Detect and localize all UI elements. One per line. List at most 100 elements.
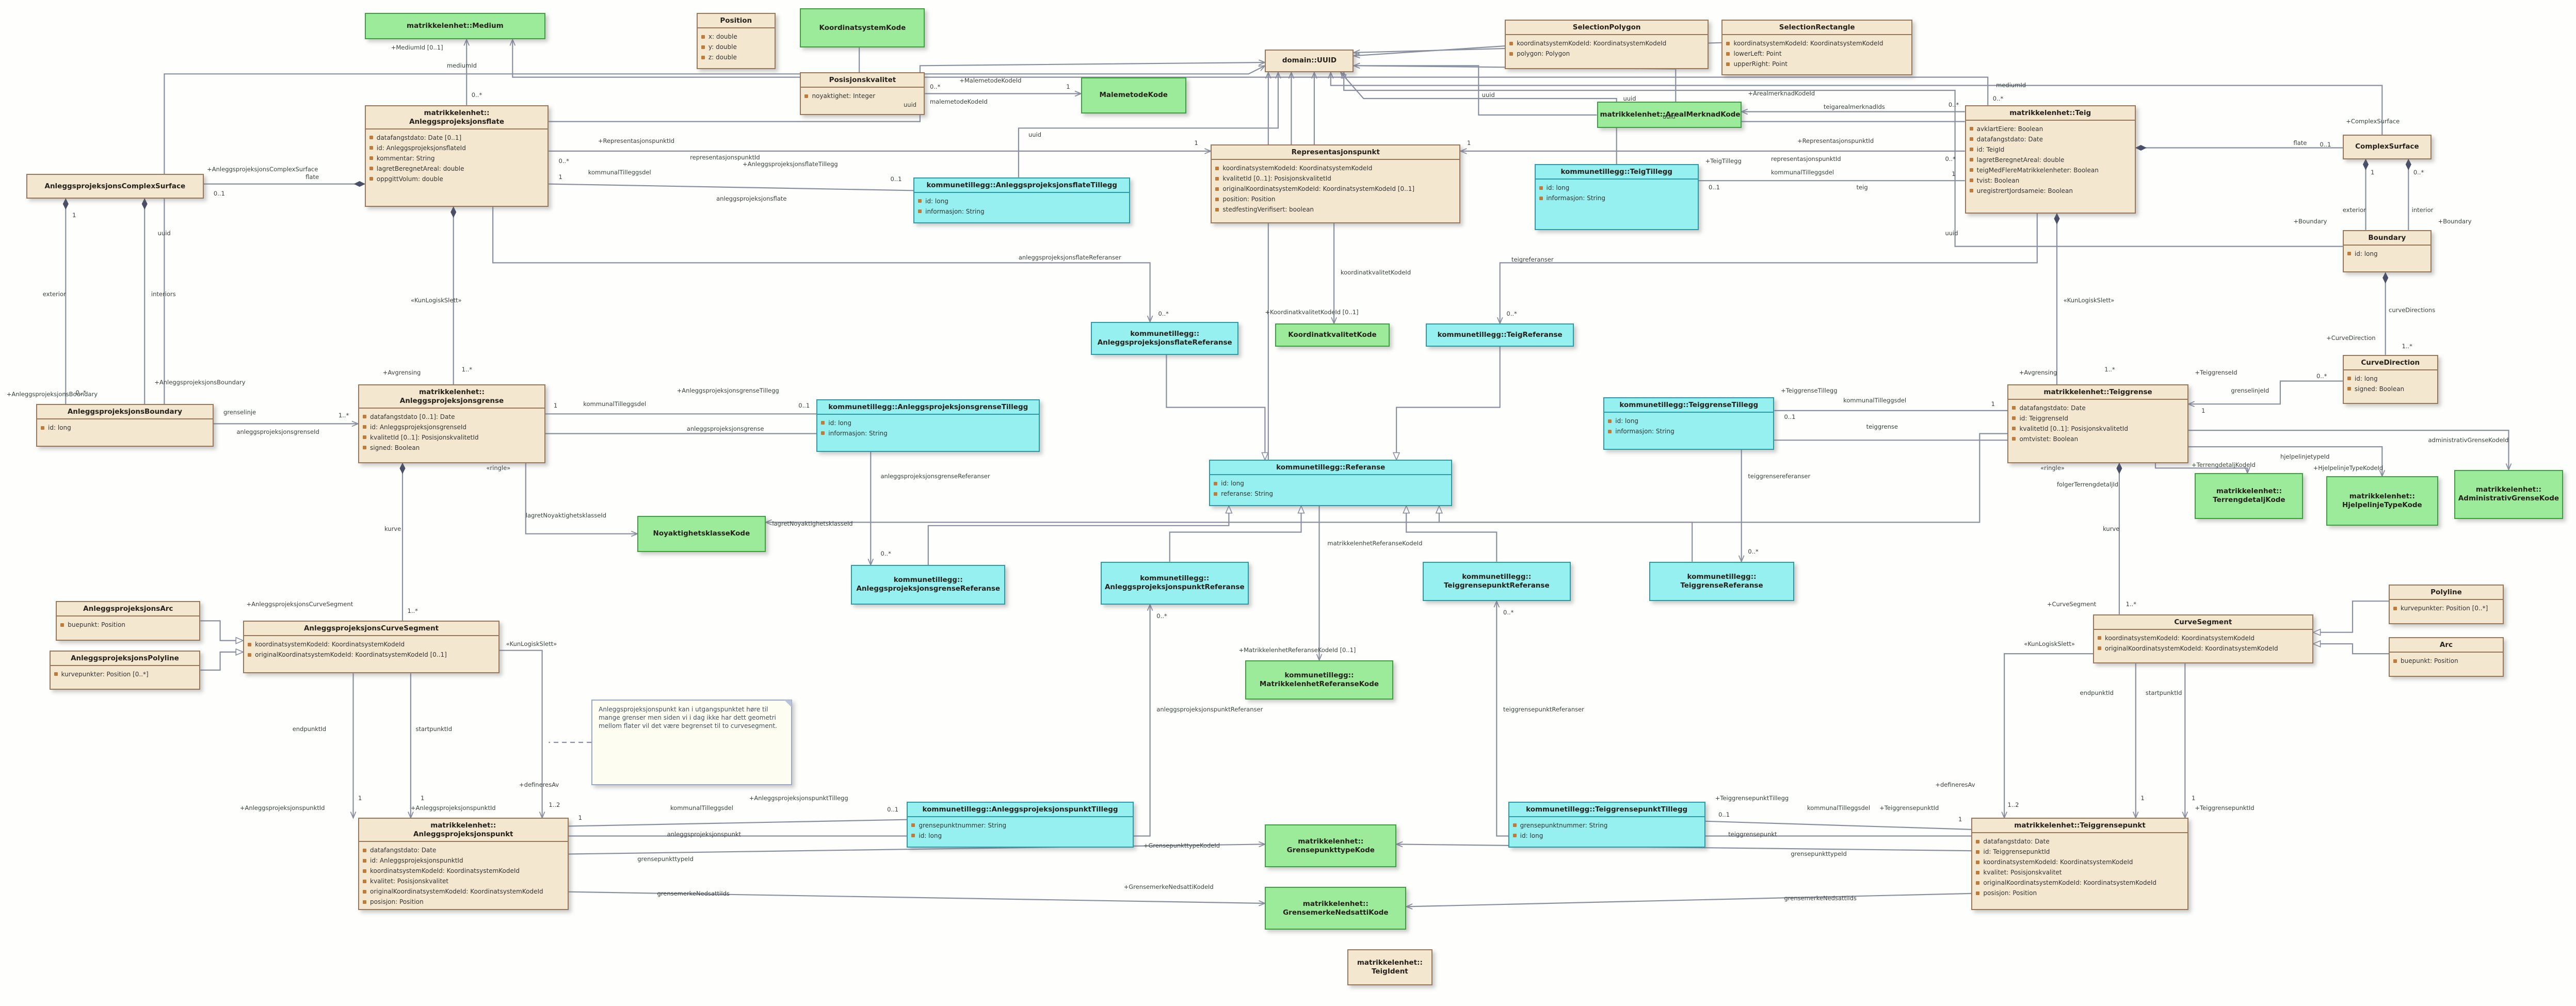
attribute-bullet-icon	[41, 426, 45, 430]
edge-label: anleggsprojeksjonsgrenseId	[236, 428, 319, 435]
class-title: kommunetillegg::TeiggrenseTillegg	[1619, 401, 1759, 410]
attribute-bullet-icon	[363, 425, 367, 429]
class-box-teigreferanse[interactable]: kommunetillegg::TeigReferanse	[1426, 323, 1574, 347]
attribute-bullet-icon	[369, 177, 373, 181]
class-box-grensepunkttypekode[interactable]: matrikkelenhet:: GrensepunkttypeKode	[1265, 824, 1397, 867]
attribute-bullet-icon	[1215, 187, 1219, 191]
edge-label: uuid	[157, 229, 171, 237]
class-box-anleggsprojeksjonsgrensetillegg[interactable]: kommunetillegg::Anleggsprojeksjonsgrense…	[816, 399, 1040, 452]
class-box-anleggsprojeksjonsgrense[interactable]: matrikkelenhet:: Anleggsprojeksjonsgrens…	[358, 384, 545, 463]
class-box-koordinatkvalitetkode[interactable]: KoordinatkvalitetKode	[1275, 323, 1390, 347]
edge-label: grensemerkeNedsattiIds	[1784, 895, 1857, 902]
attribute-row: id: long	[918, 196, 1125, 206]
attribute-bullet-icon	[2347, 387, 2351, 391]
attribute-row: tvist: Boolean	[1969, 175, 2131, 186]
attribute-list: buepunkt: Position	[2390, 652, 2503, 675]
class-box-teigident[interactable]: matrikkelenhet:: TeigIdent	[1347, 949, 1433, 986]
edge-label: +ArealmerknadKodeId	[1748, 90, 1815, 98]
attribute-row: noyaktighet: Integer	[804, 91, 920, 101]
class-box-anleggsprojeksjonsflate[interactable]: matrikkelenhet:: Anleggsprojeksjonsflate…	[364, 105, 549, 207]
class-box-malemetodekode[interactable]: MalemetodeKode	[1081, 77, 1186, 113]
class-box-complexsurface[interactable]: ComplexSurface	[2342, 135, 2432, 159]
edge-label: uuid	[1662, 112, 1676, 120]
attribute-text: id: AnleggsprojeksjonspunktId	[370, 857, 463, 865]
class-box-arealmerknadkode[interactable]: matrikkelenhet::ArealMerknadKode	[1597, 102, 1742, 128]
attribute-bullet-icon	[248, 653, 252, 657]
attribute-text: originalKoordinatsystemKodeId: Koordinat…	[1222, 185, 1415, 193]
class-box-medium-kode[interactable]: matrikkelenhet::Medium	[364, 13, 545, 40]
attribute-text: kvalitetId [0..1]: PosisjonskvalitetId	[2019, 425, 2128, 432]
attribute-bullet-icon	[1976, 881, 1980, 885]
edge-label: «KunLogiskSlett»	[506, 640, 557, 647]
edge-label: teiggrensepunkt	[1728, 830, 1777, 838]
attribute-bullet-icon	[369, 136, 373, 140]
class-title: AnleggsprojeksjonsCurveSegment	[303, 624, 439, 633]
class-box-anleggsprojeksjonsflatereferanse[interactable]: kommunetillegg:: Anleggsprojeksjonsflate…	[1090, 322, 1239, 355]
class-box-teiggrensereferanse[interactable]: kommunetillegg:: TeiggrenseReferanse	[1649, 561, 1794, 602]
attribute-text: informasjon: String	[828, 429, 888, 437]
attribute-bullet-icon	[1976, 839, 1980, 843]
class-title: AnleggsprojeksjonsArc	[83, 605, 173, 613]
class-box-teiggrensepunktreferanse[interactable]: kommunetillegg:: TeiggrensepunktReferans…	[1423, 561, 1571, 602]
attribute-row: buepunkt: Position	[2393, 656, 2499, 666]
attribute-text: id: TeiggrenseId	[2019, 414, 2068, 422]
attribute-bullet-icon	[2347, 252, 2351, 256]
class-box-anleggsprojeksjonsgrensereferanse[interactable]: kommunetillegg:: Anleggsprojeksjonsgrens…	[851, 565, 1006, 605]
edge-label: interior	[2411, 206, 2434, 214]
attribute-text: kurvepunkter: Position [0..*]	[61, 670, 149, 678]
edge-label: anleggsprojeksjonspunktReferanser	[1156, 705, 1263, 713]
class-box-koordinatsystemkode[interactable]: KoordinatsystemKode	[800, 8, 925, 48]
edge-punkt-grensepunkttypekode	[568, 844, 1265, 855]
class-box-anleggsprojeksjonsflatetillegg[interactable]: kommunetillegg::AnleggsprojeksjonsflateT…	[913, 177, 1131, 223]
class-box-grensemerkenedsattikode[interactable]: matrikkelenhet:: GrensemerkeNedsattiKode	[1265, 887, 1407, 930]
attribute-bullet-icon	[911, 834, 915, 838]
edge-label: 0..*	[558, 157, 569, 165]
edge-label: 1..*	[338, 412, 349, 419]
edge-punkt-punkttillegg	[568, 819, 907, 827]
edge-teiggrense-noyaktighetsklassekode	[766, 433, 2008, 523]
attribute-bullet-icon	[2393, 659, 2397, 663]
class-box-hjelpelinjetypekode[interactable]: matrikkelenhet:: HjelpelinjeTypeKode	[2326, 476, 2438, 526]
attribute-bullet-icon	[1969, 148, 1973, 152]
class-box-anleggsprojeksjonspunkt[interactable]: matrikkelenhet:: Anleggsprojeksjonspunkt…	[358, 818, 569, 910]
note-box[interactable]: Anleggsprojeksjonspunkt kan i utgangspun…	[591, 700, 792, 785]
class-box-domain-uuid[interactable]: domain::UUID	[1265, 49, 1354, 73]
attribute-text: koordinatsystemKodeId: KoordinatsystemKo…	[370, 867, 520, 875]
attribute-text: datafangstdato: Date	[1976, 135, 2043, 143]
class-box-matrikkelenhetreferansekode[interactable]: kommunetillegg:: MatrikkelenhetReferanse…	[1245, 660, 1393, 700]
class-box-anleggsprojeksjonspolyline[interactable]: AnleggsprojeksjonsPolyline kurvepunkter: …	[49, 650, 201, 690]
attribute-bullet-icon	[2012, 437, 2016, 441]
class-box-terrengdetaljkode[interactable]: matrikkelenhet:: TerrengdetaljKode	[2195, 473, 2304, 520]
edge-label: grensepunkttypeId	[637, 855, 694, 863]
class-title: AnleggsprojeksjonsPolyline	[71, 654, 179, 662]
class-box-administrativgrensekode[interactable]: matrikkelenhet:: AdministrativGrenseKode	[2454, 469, 2563, 520]
class-box-anleggsprojeksjonscomplexsurface[interactable]: AnleggsprojeksjonsComplexSurface	[26, 174, 204, 199]
edge-label: kommunalTilleggsdel	[1807, 804, 1871, 812]
class-box-noyaktighetsklassekode[interactable]: NoyaktighetsklasseKode	[637, 515, 766, 552]
class-box-anleggsprojeksjonspunktreferanse[interactable]: kommunetillegg:: Anleggsprojeksjonspunkt…	[1101, 561, 1249, 605]
class-box-anleggsprojeksjonspunkttillegg[interactable]: kommunetillegg::AnleggsprojeksjonspunktT…	[907, 801, 1134, 848]
edge-label: 1..*	[2104, 365, 2115, 373]
